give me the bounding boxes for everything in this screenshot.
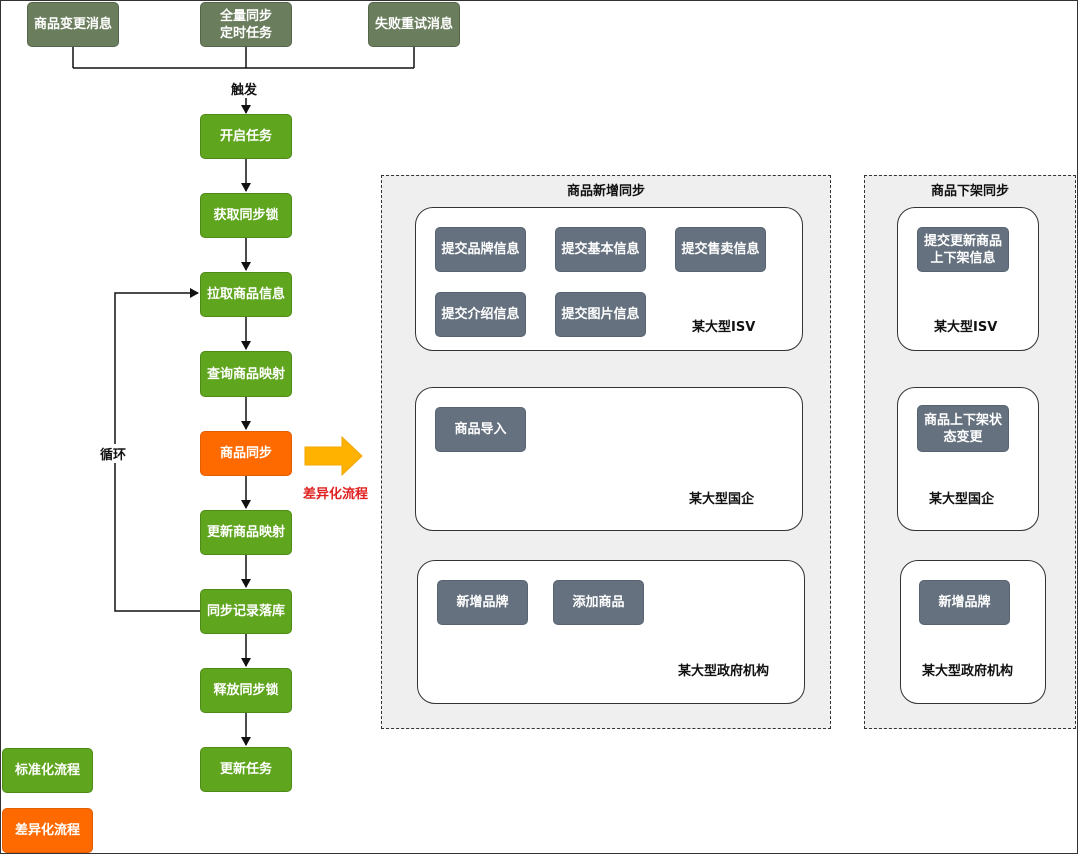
org-label-isv: 某大型ISV <box>934 320 998 335</box>
loop-line <box>114 288 200 612</box>
task-submit-image-info: 提交图片信息 <box>555 292 646 337</box>
task-add-product: 添加商品 <box>553 580 644 625</box>
org-label-isv: 某大型ISV <box>692 320 756 335</box>
step-update-product-mapping: 更新商品映射 <box>200 510 292 555</box>
step-fetch-product-info: 拉取商品信息 <box>200 272 292 317</box>
task-submit-sales-info: 提交售卖信息 <box>675 227 766 272</box>
trigger-label: 触发 <box>231 79 258 98</box>
task-submit-basic-info: 提交基本信息 <box>555 227 646 272</box>
group-title: 商品新增同步 <box>566 184 645 199</box>
legend-standard-process: 标准化流程 <box>2 748 93 793</box>
group-title: 商品下架同步 <box>930 184 1009 199</box>
step-update-task: 更新任务 <box>200 747 292 792</box>
task-submit-listing-status-info: 提交更新商品 上下架信息 <box>917 227 1009 272</box>
source-product-change-message: 商品变更消息 <box>27 2 119 47</box>
org-label-state-enterprise: 某大型国企 <box>929 492 995 507</box>
org-label-government: 某大型政府机构 <box>922 664 1014 679</box>
differentiated-process-label: 差异化流程 <box>303 487 369 502</box>
step-product-sync: 商品同步 <box>200 431 292 476</box>
task-listing-status-change: 商品上下架状 态变更 <box>917 405 1009 452</box>
step-save-sync-record: 同步记录落库 <box>200 589 292 634</box>
legend-differentiated-process: 差异化流程 <box>2 808 93 853</box>
task-add-brand: 新增品牌 <box>437 580 528 625</box>
step-start-task: 开启任务 <box>200 114 292 159</box>
step-release-sync-lock: 释放同步锁 <box>200 668 292 713</box>
task-product-import: 商品导入 <box>435 407 526 452</box>
source-full-sync-scheduled-task: 全量同步 定时任务 <box>200 2 292 47</box>
org-label-government: 某大型政府机构 <box>678 664 770 679</box>
loop-label: 循环 <box>100 444 127 463</box>
task-submit-brand-info: 提交品牌信息 <box>435 227 526 272</box>
task-add-brand: 新增品牌 <box>919 580 1010 625</box>
step-query-product-mapping: 查询商品映射 <box>200 351 292 397</box>
task-submit-intro-info: 提交介绍信息 <box>435 292 526 337</box>
step-acquire-sync-lock: 获取同步锁 <box>200 193 292 238</box>
org-label-state-enterprise: 某大型国企 <box>689 492 755 507</box>
source-failure-retry-message: 失败重试消息 <box>368 2 460 47</box>
differentiated-arrow <box>304 435 363 477</box>
